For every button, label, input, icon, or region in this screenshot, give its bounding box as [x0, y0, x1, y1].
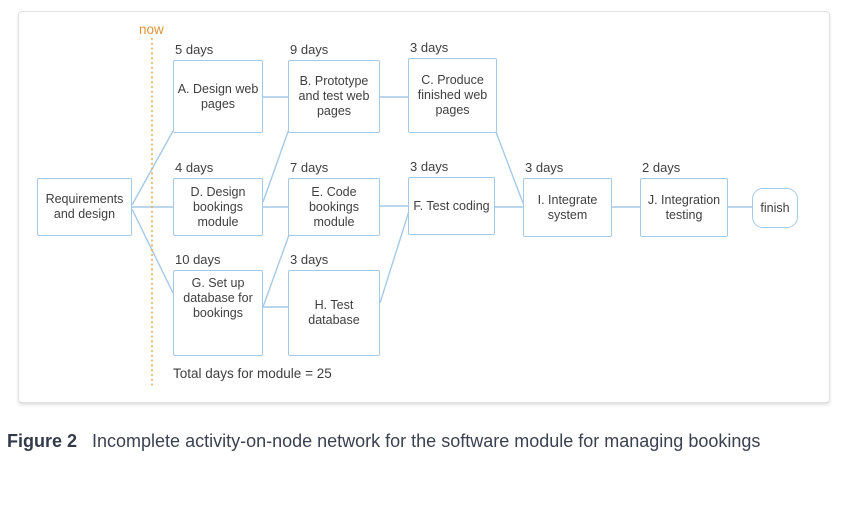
activity-node-G: G. Set up database for bookings: [173, 270, 263, 356]
duration-label-F: 3 days: [410, 159, 449, 174]
activity-node-label: I. Integrate system: [537, 192, 598, 222]
activity-node-F: F. Test coding: [408, 177, 495, 235]
activity-node-req: Requirements and design: [37, 178, 132, 236]
duration-label-A: 5 days: [175, 42, 214, 57]
activity-node-label: A. Design web pages: [177, 81, 259, 111]
activity-node-J: J. Integration testing: [640, 178, 728, 237]
activity-node-H: H. Test database: [288, 270, 380, 356]
activity-node-A: A. Design web pages: [173, 60, 263, 133]
figure-caption-text: Incomplete activity-on-node network for …: [92, 431, 761, 451]
figure-caption: Figure 2 Incomplete activity-on-node netw…: [7, 426, 825, 456]
activity-node-D: D. Design bookings module: [173, 178, 263, 236]
total-days-label: Total days for module = 25: [173, 366, 332, 381]
activity-node-label: Requirements and design: [45, 192, 124, 221]
activity-node-label: G. Set up database for bookings: [183, 276, 253, 320]
activity-node-label: E. Code bookings module: [308, 184, 360, 229]
duration-label-I: 3 days: [525, 160, 564, 175]
activity-node-I: I. Integrate system: [523, 178, 612, 237]
duration-label-C: 3 days: [410, 40, 449, 55]
activity-node-E: E. Code bookings module: [288, 178, 380, 236]
activity-node-B: B. Prototype and test web pages: [288, 60, 380, 133]
figure-caption-number: Figure 2: [7, 431, 78, 451]
activity-node-label: F. Test coding: [413, 198, 490, 213]
duration-label-D: 4 days: [175, 160, 214, 175]
activity-node-label: J. Integration testing: [647, 192, 721, 222]
activity-node-label: finish: [760, 200, 790, 215]
duration-label-H: 3 days: [290, 252, 329, 267]
activity-node-finish: finish: [752, 188, 798, 228]
activity-node-label: D. Design bookings module: [190, 184, 246, 229]
activity-node-label: B. Prototype and test web pages: [298, 74, 370, 118]
duration-label-G: 10 days: [175, 252, 221, 267]
now-marker-label: now: [139, 22, 164, 37]
duration-label-J: 2 days: [642, 160, 681, 175]
activity-node-label: C. Produce finished web pages: [417, 73, 488, 117]
activity-node-C: C. Produce finished web pages: [408, 58, 497, 133]
duration-label-B: 9 days: [290, 42, 329, 57]
activity-node-label: H. Test database: [308, 298, 360, 327]
duration-label-E: 7 days: [290, 160, 329, 175]
